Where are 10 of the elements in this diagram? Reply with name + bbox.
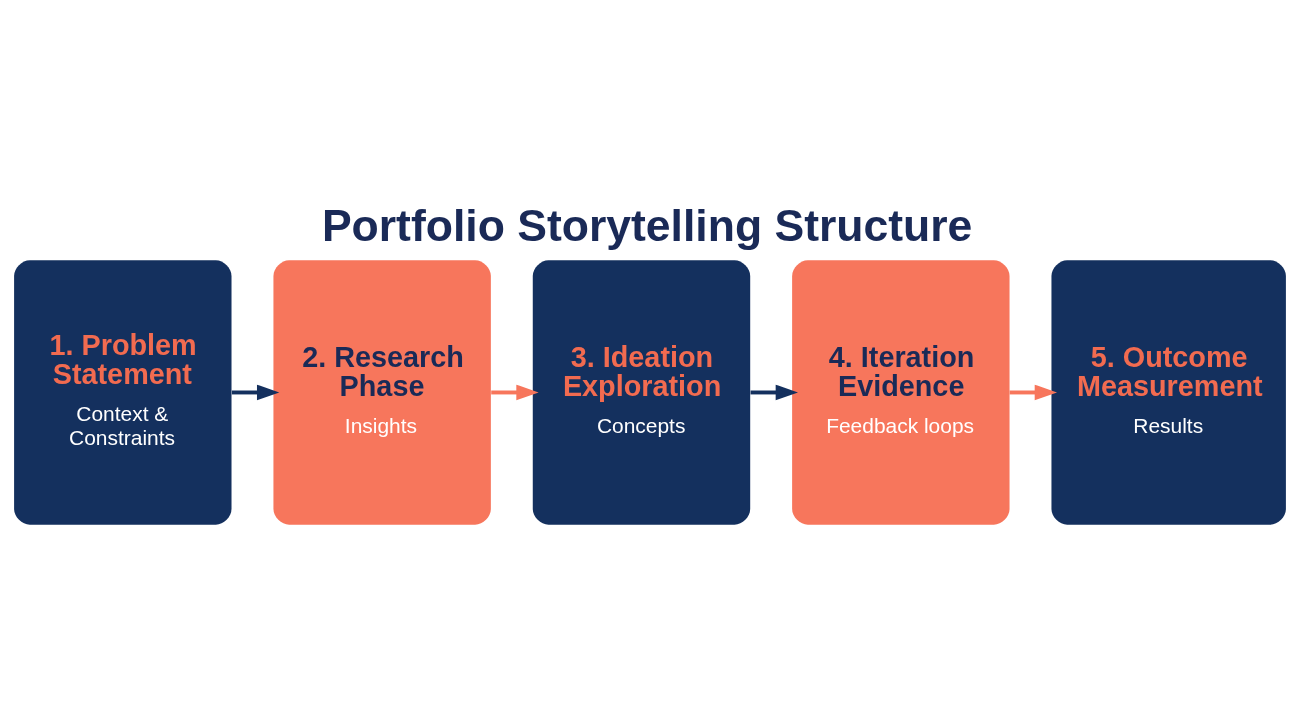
arrow bbox=[750, 384, 798, 400]
node-box: 5. Outcome Measurement Results bbox=[1051, 259, 1286, 525]
node-box: 2. Research Phase Insights bbox=[273, 259, 491, 525]
arrow bbox=[231, 384, 280, 400]
arrow bbox=[491, 384, 539, 400]
node-box: 3. Ideation Exploration Concepts bbox=[532, 259, 751, 525]
node-box: 4. Iteration Evidence Feedback loops bbox=[792, 259, 1010, 525]
arrow bbox=[1009, 384, 1057, 400]
node-box: 1. Problem Statement Context & Constraints bbox=[14, 259, 232, 525]
diagram-title: Portfolio Storytelling Structure bbox=[321, 200, 973, 250]
